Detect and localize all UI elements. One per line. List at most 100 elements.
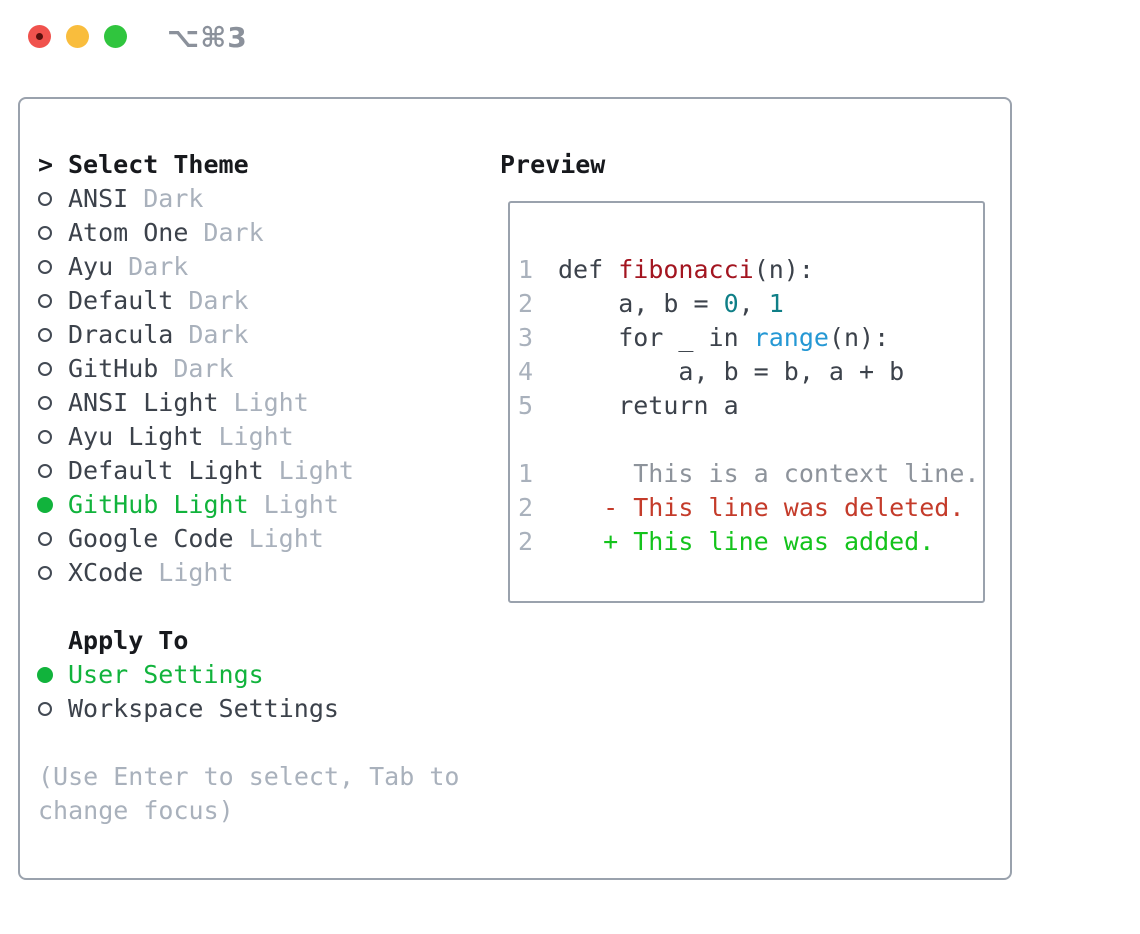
close-button[interactable] (28, 25, 51, 48)
maximize-button[interactable] (104, 25, 127, 48)
code-token-fg: , (738, 289, 769, 318)
option-label: GitHub Light (68, 490, 249, 519)
radio-icon (38, 328, 68, 342)
select-theme-header: > Select Theme (38, 148, 500, 182)
line-number: 2 (518, 527, 534, 556)
code-line: 2 a, b = 0, 1 (518, 287, 983, 321)
variant-tag: Dark (128, 252, 189, 281)
option-label: Google Code (68, 524, 234, 553)
radio-icon (38, 702, 68, 716)
code-token-fg: a, b = b, a + b (558, 357, 905, 386)
apply-option-workspace-settings[interactable]: Workspace Settings (38, 692, 500, 726)
option-label: XCode (68, 558, 144, 587)
close-dot-icon (36, 33, 43, 40)
option-label: Default Light (68, 456, 264, 485)
variant-tag: Light (218, 422, 294, 451)
theme-item-default[interactable]: Default Dark (38, 284, 500, 318)
theme-item-ayu-light[interactable]: Ayu Light Light (38, 420, 500, 454)
code-token-num: 1 (768, 289, 784, 318)
variant-tag: Dark (188, 320, 249, 349)
theme-item-dracula[interactable]: Dracula Dark (38, 318, 500, 352)
code-token-added: + This line was added. (558, 527, 935, 556)
radio-icon (38, 260, 68, 274)
option-label: GitHub (68, 354, 159, 383)
code-line: 4 a, b = b, a + b (518, 355, 983, 389)
diff-line: 2 - This line was deleted. (518, 491, 983, 525)
variant-tag: Dark (173, 354, 234, 383)
option-label: Dracula (68, 320, 174, 349)
preview-blank-row (518, 219, 983, 253)
variant-tag: Light (233, 388, 309, 417)
preview-blank-row (518, 423, 983, 457)
code-token-builtin: range (753, 323, 829, 352)
diff-line: 2 + This line was added. (518, 525, 983, 559)
line-number: 3 (518, 323, 534, 352)
radio-selected-icon (37, 497, 68, 513)
option-label: Default (68, 286, 174, 315)
radio-selected-icon (37, 667, 68, 683)
code-token-fg: a, b = (558, 289, 724, 318)
variant-tag: Light (158, 558, 234, 587)
minimize-button[interactable] (66, 25, 89, 48)
help-line: change focus) (38, 796, 234, 825)
line-number: 1 (518, 459, 534, 488)
prompt-caret-icon: > (38, 150, 54, 179)
variant-tag: Dark (143, 184, 204, 213)
variant-tag: Light (263, 490, 339, 519)
radio-icon (38, 396, 68, 410)
apply-option-user-settings[interactable]: User Settings (37, 658, 500, 692)
code-token-fg: def (558, 255, 619, 284)
diff-preview: 1 This is a context line.2 - This line w… (518, 457, 983, 559)
theme-item-atom-one[interactable]: Atom One Dark (38, 216, 500, 250)
help-text: (Use Enter to select, Tab to change focus… (38, 760, 500, 828)
line-number: 5 (518, 391, 534, 420)
radio-icon (38, 294, 68, 308)
code-token-fg: for _ in (558, 323, 754, 352)
apply-to-header: Apply To (38, 624, 500, 658)
line-number: 1 (518, 255, 534, 284)
code-token-fg: (n): (753, 255, 814, 284)
option-label: ANSI (68, 184, 129, 213)
option-label: Atom One (68, 218, 189, 247)
code-token-fg: return a (558, 391, 739, 420)
option-label: Workspace Settings (68, 694, 339, 723)
line-number: 2 (518, 289, 534, 318)
variant-tag: Light (278, 456, 354, 485)
window-shortcut-label: ⌥⌘3 (167, 21, 248, 54)
option-label: User Settings (68, 660, 264, 689)
theme-item-xcode[interactable]: XCode Light (38, 556, 500, 590)
theme-item-github[interactable]: GitHub Dark (38, 352, 500, 386)
variant-tag: Dark (203, 218, 264, 247)
code-token-num: 0 (723, 289, 739, 318)
line-number: 4 (518, 357, 534, 386)
diff-line: 1 This is a context line. (518, 457, 983, 491)
option-label: Ayu Light (68, 422, 204, 451)
radio-icon (38, 464, 68, 478)
option-label: ANSI Light (68, 388, 219, 417)
code-line: 5 return a (518, 389, 983, 423)
radio-icon (38, 192, 68, 206)
theme-item-ansi-light[interactable]: ANSI Light Light (38, 386, 500, 420)
radio-icon (38, 430, 68, 444)
theme-item-ansi[interactable]: ANSI Dark (38, 182, 500, 216)
variant-tag: Dark (188, 286, 249, 315)
radio-icon (38, 532, 68, 546)
help-line: (Use Enter to select, Tab to (38, 762, 460, 791)
theme-item-default-light[interactable]: Default Light Light (38, 454, 500, 488)
code-token-fg: (n): (828, 323, 890, 352)
theme-item-github-light[interactable]: GitHub Light Light (37, 488, 500, 522)
code-line: 3 for _ in range(n): (518, 321, 983, 355)
line-number: 2 (518, 493, 534, 522)
radio-icon (38, 226, 68, 240)
select-theme-title: Select Theme (68, 150, 249, 179)
